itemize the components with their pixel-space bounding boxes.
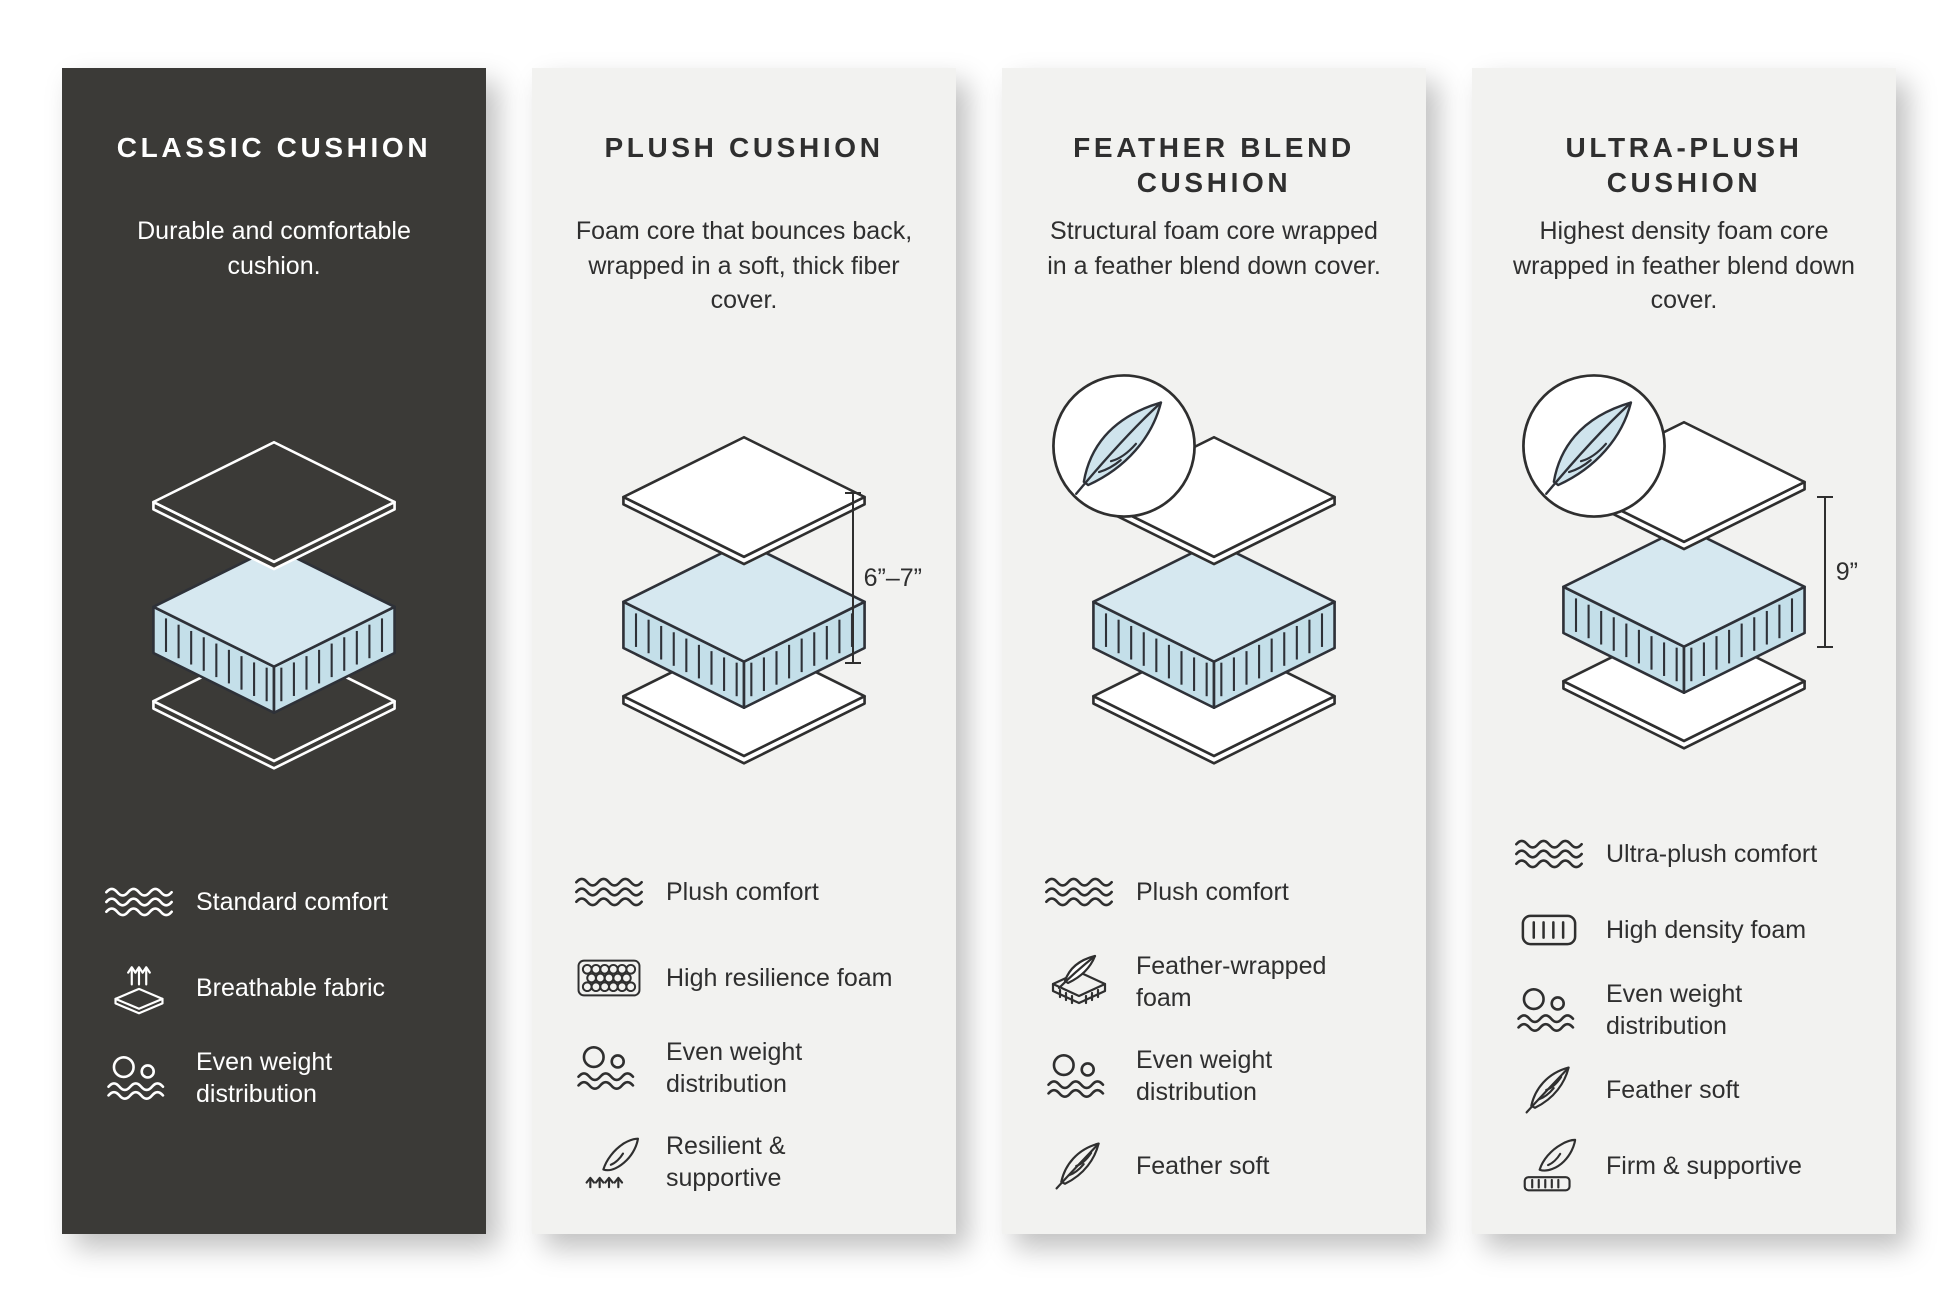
card-title: ULTRA-PLUSH CUSHION — [1565, 132, 1803, 198]
waves-icon — [102, 874, 176, 930]
feature-row: Feather-wrapped foam — [1042, 950, 1386, 1014]
feature-row: Feather soft — [1512, 1062, 1856, 1118]
feature-list: Ultra-plush comfort High density foam Ev… — [1512, 826, 1856, 1194]
hand-press-slab-icon — [1512, 1138, 1586, 1194]
feature-list: Plush comfort High resilience foam Even … — [572, 864, 916, 1194]
waves-icon — [1512, 826, 1586, 882]
feature-label: Even weight distribution — [196, 1048, 333, 1108]
weight-distribution-icon — [102, 1050, 176, 1106]
feature-row: Plush comfort — [572, 864, 916, 920]
cushion-diagram — [102, 376, 446, 844]
weight-distribution-icon — [572, 1040, 646, 1096]
foam-block-icon — [1512, 902, 1586, 958]
feature-row: Plush comfort — [1042, 864, 1386, 920]
feather-icon — [1042, 1138, 1116, 1194]
feature-label: Plush comfort — [1136, 878, 1289, 906]
card-description: Foam core that bounces back, wrapped in … — [575, 217, 913, 314]
feather-icon — [1512, 1062, 1586, 1118]
measurement-line — [844, 492, 861, 664]
feature-row: Even weight distribution — [572, 1036, 916, 1100]
hand-press-icon — [572, 1134, 646, 1190]
feature-row: Resilient & supportive — [572, 1130, 916, 1194]
feature-label: Firm & supportive — [1606, 1152, 1802, 1180]
measurement-label: 9” — [1835, 557, 1858, 586]
card-classic-cushion: CLASSIC CUSHION Durable and comfortable … — [62, 68, 486, 1234]
feather-badge-icon — [1518, 370, 1670, 522]
card-plush-cushion: PLUSH CUSHION Foam core that bounces bac… — [532, 68, 956, 1234]
feature-label: Even weight distribution — [1606, 980, 1743, 1040]
feature-row: Standard comfort — [102, 874, 446, 930]
feature-list: Plush comfort Feather-wrapped foam Even … — [1042, 864, 1386, 1194]
weight-distribution-icon — [1042, 1048, 1116, 1104]
card-title: PLUSH CUSHION — [604, 132, 884, 163]
feature-label: Feather soft — [1136, 1152, 1270, 1180]
feature-label: Ultra-plush comfort — [1606, 840, 1818, 868]
card-ultra-plush-cushion: ULTRA-PLUSH CUSHION Highest density foam… — [1472, 68, 1896, 1234]
feature-label: Breathable fabric — [196, 974, 386, 1002]
feature-row: Even weight distribution — [102, 1046, 446, 1110]
feature-label: Even weight distribution — [666, 1038, 803, 1098]
measurement-label: 6”–7” — [863, 563, 922, 592]
feature-label: Even weight distribution — [1136, 1046, 1273, 1106]
feature-row: Even weight distribution — [1042, 1044, 1386, 1108]
feather-wrapped-foam-icon — [1042, 954, 1116, 1010]
card-description: Durable and comfortable cushion. — [137, 217, 411, 280]
feature-list: Standard comfort Breathable fabric Even … — [102, 874, 446, 1110]
feature-row: High resilience foam — [572, 950, 916, 1006]
cushion-diagram: 9” — [1512, 376, 1858, 804]
card-title: CLASSIC CUSHION — [116, 132, 432, 163]
feature-row: Even weight distribution — [1512, 978, 1856, 1042]
weight-distribution-icon — [1512, 982, 1586, 1038]
waves-icon — [572, 864, 646, 920]
cushion-diagram — [1042, 376, 1386, 834]
honeycomb-foam-icon — [572, 950, 646, 1006]
waves-icon — [1042, 864, 1116, 920]
card-title: FEATHER BLEND CUSHION — [1073, 132, 1355, 198]
feature-row: Breathable fabric — [102, 960, 446, 1016]
breathable-fabric-icon — [102, 960, 176, 1016]
feature-label: Feather soft — [1606, 1076, 1740, 1104]
feature-label: Standard comfort — [196, 888, 388, 916]
height-measurement: 9” — [1816, 496, 1858, 648]
feature-label: High density foam — [1606, 916, 1807, 944]
card-description: Structural foam core wrapped in a feathe… — [1047, 217, 1381, 280]
feature-label: Feather-wrapped foam — [1136, 952, 1327, 1012]
card-description: Highest density foam core wrapped in fea… — [1513, 217, 1855, 314]
card-feather-blend-cushion: FEATHER BLEND CUSHION Structural foam co… — [1002, 68, 1426, 1234]
measurement-line — [1816, 496, 1833, 648]
feature-row: Firm & supportive — [1512, 1138, 1856, 1194]
feather-badge-icon — [1048, 370, 1200, 522]
height-measurement: 6”–7” — [844, 492, 922, 664]
feature-row: High density foam — [1512, 902, 1856, 958]
feature-label: Resilient & supportive — [666, 1132, 786, 1192]
feature-label: High resilience foam — [666, 964, 893, 992]
feature-row: Ultra-plush comfort — [1512, 826, 1856, 882]
cushion-layers-illustration — [106, 437, 442, 783]
feature-row: Feather soft — [1042, 1138, 1386, 1194]
cushion-diagram: 6”–7” — [572, 376, 922, 834]
feature-label: Plush comfort — [666, 878, 819, 906]
